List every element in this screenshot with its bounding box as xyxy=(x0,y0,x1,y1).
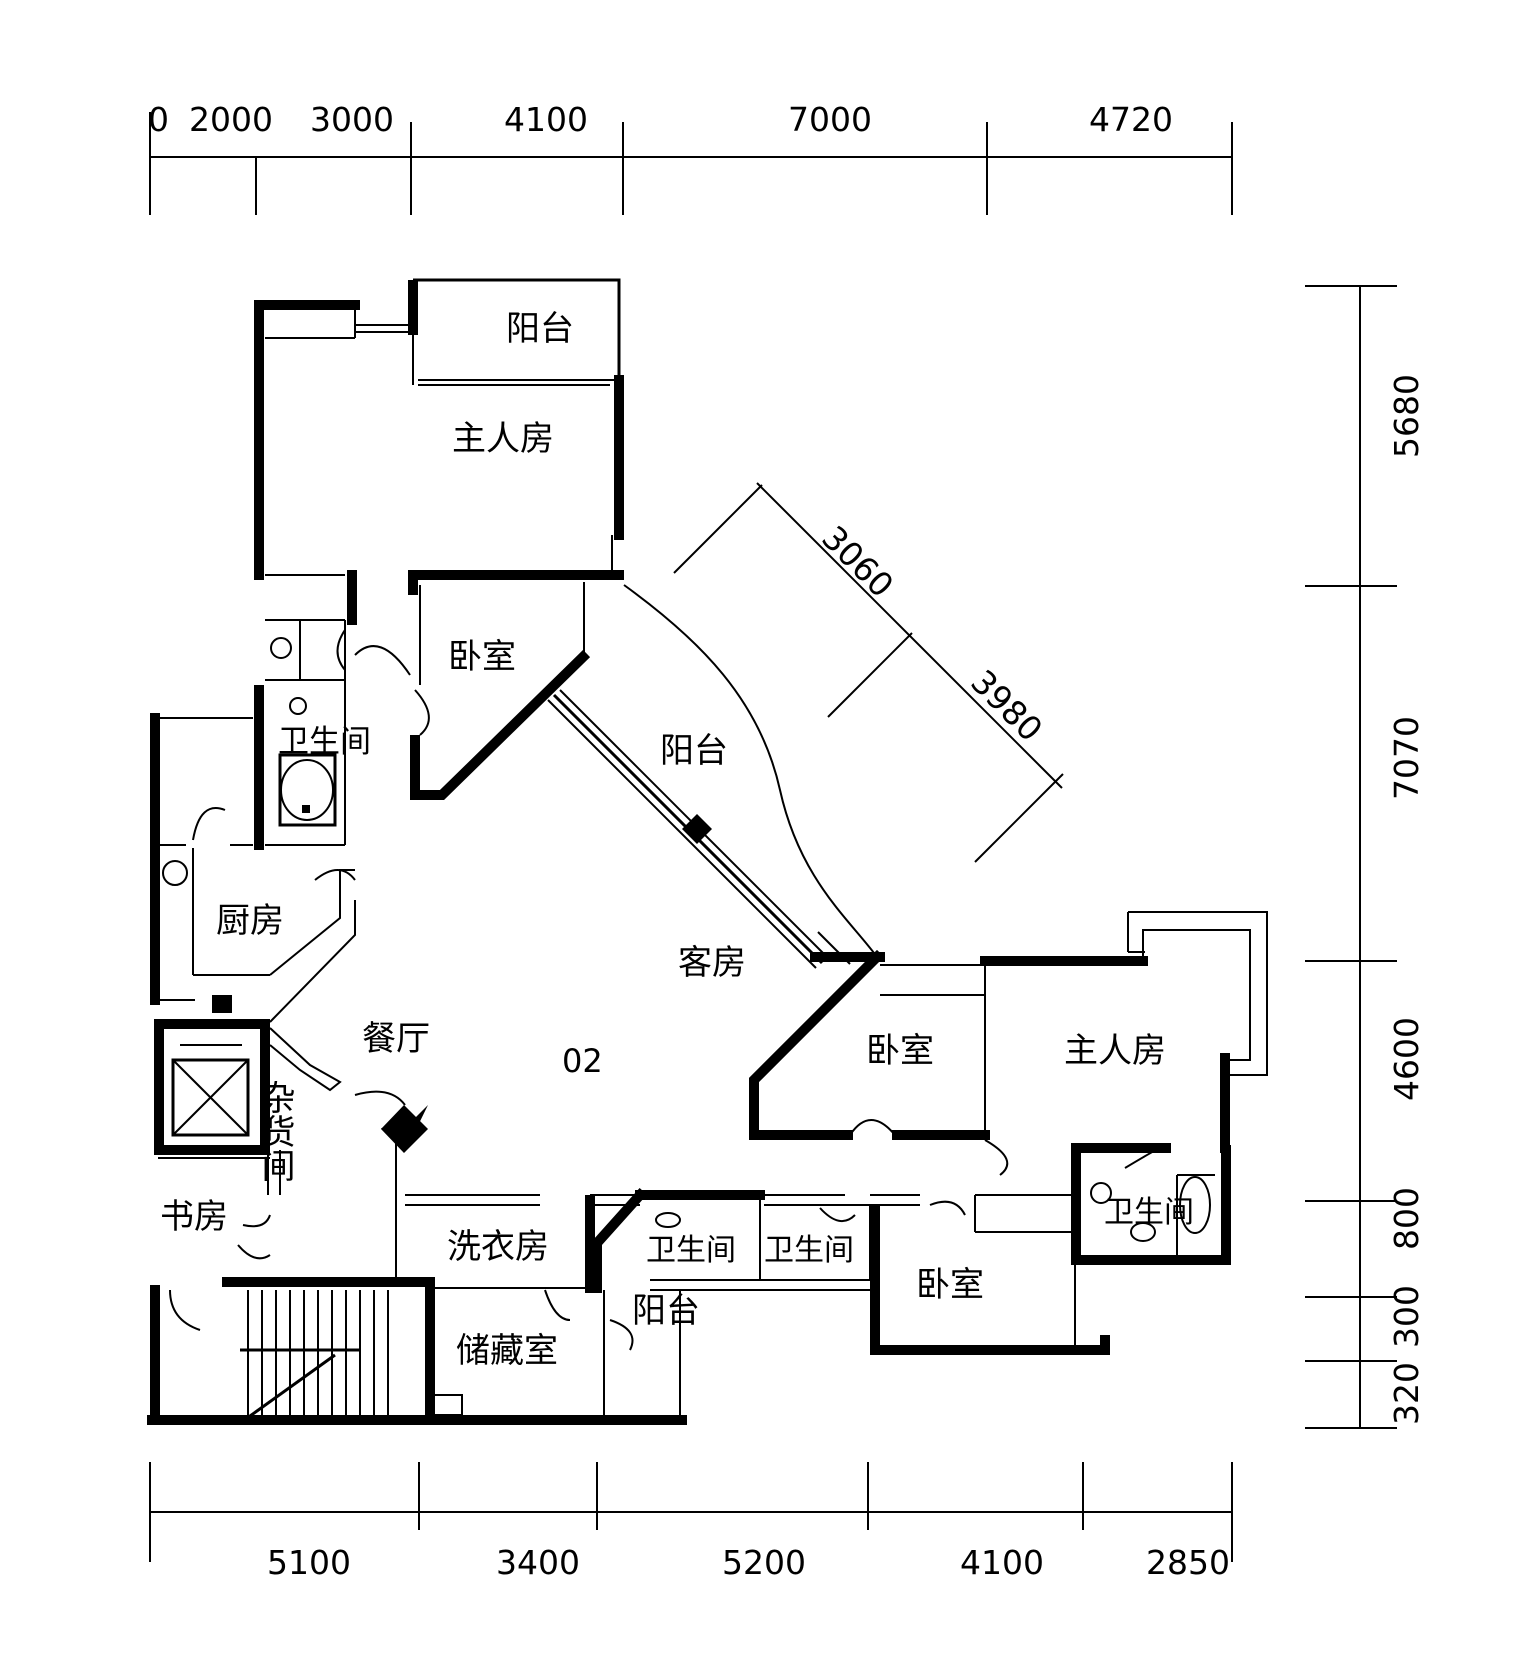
exterior-walls xyxy=(147,280,1231,1425)
interior-lines xyxy=(158,278,1268,1420)
diagonal-dimension-line: 3060 3980 xyxy=(673,482,1064,863)
label-bedroom-mid: 卧室 xyxy=(866,1031,934,1071)
label-master-top: 主人房 xyxy=(452,419,554,459)
top-dim-1: 2000 xyxy=(189,100,273,139)
top-dim-2: 3000 xyxy=(310,100,394,139)
right-dim-4: 300 xyxy=(1387,1285,1426,1348)
label-bath-mid1: 卫生间 xyxy=(646,1233,736,1268)
bottom-dim-3: 4100 xyxy=(960,1543,1044,1582)
label-guest-room: 客房 xyxy=(678,943,746,983)
label-bath-mid2: 卫生间 xyxy=(764,1233,854,1268)
diag-dim-1: 3980 xyxy=(963,662,1050,749)
bottom-dim-2: 5200 xyxy=(722,1543,806,1582)
top-dim-3: 4100 xyxy=(504,100,588,139)
right-dim-0: 5680 xyxy=(1387,374,1426,458)
top-dimension-line: 0 2000 3000 4100 7000 4720 xyxy=(148,100,1233,215)
label-bath-right: 卫生间 xyxy=(1104,1195,1194,1230)
label-kitchen: 厨房 xyxy=(216,901,284,941)
label-balcony-bottom: 阳台 xyxy=(632,1291,700,1331)
right-dim-5: 320 xyxy=(1387,1362,1426,1425)
label-study: 书房 xyxy=(160,1197,228,1237)
staircase xyxy=(240,1290,389,1418)
room-labels: 阳台 主人房 卧室 阳台 卫生间 厨房 客房 餐厅 02 杂货间 书房 洗衣房 … xyxy=(160,309,1194,1371)
right-dim-3: 800 xyxy=(1387,1187,1426,1250)
right-dim-1: 7070 xyxy=(1387,716,1426,800)
label-bedroom-bottom: 卧室 xyxy=(916,1265,984,1305)
bottom-dimension-line: 5100 3400 5200 4100 2850 xyxy=(149,1462,1233,1582)
label-unit-number: 02 xyxy=(562,1042,603,1080)
label-master-right: 主人房 xyxy=(1064,1031,1166,1071)
top-dim-5: 4720 xyxy=(1089,100,1173,139)
bottom-dim-4: 2850 xyxy=(1146,1543,1230,1582)
bottom-dim-0: 5100 xyxy=(267,1543,351,1582)
door-swings xyxy=(169,629,1161,1351)
top-dim-0: 0 xyxy=(148,100,169,139)
right-dimension-line: 5680 7070 4600 800 300 320 xyxy=(1305,285,1426,1429)
right-dim-2: 4600 xyxy=(1387,1017,1426,1101)
bottom-dim-1: 3400 xyxy=(496,1543,580,1582)
label-bath-left: 卫生间 xyxy=(278,724,371,760)
label-balcony-top: 阳台 xyxy=(506,309,574,349)
label-dining: 餐厅 xyxy=(362,1019,430,1059)
label-bedroom-left: 卧室 xyxy=(448,637,516,677)
label-balcony-mid: 阳台 xyxy=(660,731,728,771)
top-dim-4: 7000 xyxy=(788,100,872,139)
label-storage-misc: 杂货间 xyxy=(255,1080,295,1182)
label-storeroom: 储藏室 xyxy=(456,1331,558,1371)
label-laundry: 洗衣房 xyxy=(447,1227,549,1267)
diag-dim-0: 3060 xyxy=(814,518,901,605)
